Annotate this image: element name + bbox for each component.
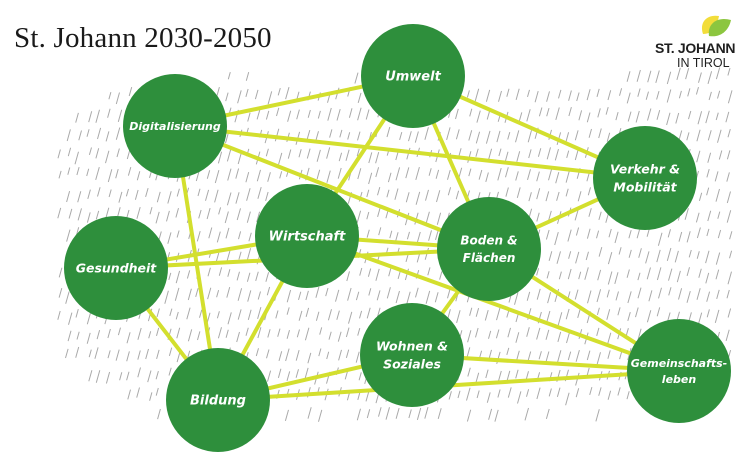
node-gemeinschaft: Gemeinschafts-leben bbox=[627, 319, 731, 423]
logo-text-line1: ST. JOHANN bbox=[655, 40, 736, 56]
logo: ST. JOHANN IN TIROL bbox=[655, 10, 743, 76]
node-label-umwelt-line1: Umwelt bbox=[385, 70, 441, 85]
node-circle-bildung bbox=[166, 348, 270, 452]
node-verkehr: Verkehr & Mobilität bbox=[593, 126, 697, 230]
node-wohnen: Wohnen & Soziales bbox=[360, 303, 464, 407]
node-circle-gesundheit bbox=[64, 216, 168, 320]
node-label-boden-line1: Boden & bbox=[460, 234, 517, 248]
node-umwelt: Umwelt bbox=[361, 24, 465, 128]
node-circle-boden bbox=[437, 197, 541, 301]
node-label-verkehr-line1: Verkehr & bbox=[610, 161, 680, 176]
node-circle-digitalisierung bbox=[123, 74, 227, 178]
node-gesundheit: Gesundheit bbox=[64, 216, 168, 320]
node-label-digitalisierung-line1: Digitalisierung bbox=[129, 120, 221, 133]
node-circle-gemeinschaft bbox=[627, 319, 731, 423]
edge-digitalisierung-verkehr bbox=[173, 124, 647, 180]
node-circle-wirtschaft bbox=[255, 184, 359, 288]
node-label-wohnen-line1: Wohnen & bbox=[376, 338, 448, 353]
node-boden: Boden & Flächen bbox=[437, 197, 541, 301]
node-label-bildung-line1: Bildung bbox=[190, 394, 246, 409]
edge-wirtschaft-gemeinschaft bbox=[305, 234, 681, 373]
node-label-verkehr-line2: Mobilität bbox=[613, 179, 677, 194]
node-label-gesundheit-line1: Gesundheit bbox=[76, 260, 158, 275]
node-circle-verkehr bbox=[593, 126, 697, 230]
node-label-wirtschaft-line1: Wirtschaft bbox=[269, 230, 347, 245]
node-digitalisierung: Digitalisierung bbox=[123, 74, 227, 178]
leaf-logo-icon bbox=[701, 15, 731, 37]
logo-text-line2: IN TIROL bbox=[677, 56, 730, 70]
node-circle-umwelt bbox=[361, 24, 465, 128]
node-label-wohnen-line2: Soziales bbox=[383, 356, 441, 371]
node-bildung: Bildung bbox=[166, 348, 270, 452]
page-title: St. Johann 2030-2050 bbox=[14, 22, 272, 54]
node-circle-wohnen bbox=[360, 303, 464, 407]
node-label-gemeinschaft-line1: Gemeinschafts- bbox=[631, 357, 728, 370]
edge-digitalisierung-boden bbox=[173, 124, 491, 251]
node-wirtschaft: Wirtschaft bbox=[255, 184, 359, 288]
node-label-boden-line2: Flächen bbox=[463, 251, 516, 265]
node-label-gemeinschaft-line2: leben bbox=[662, 373, 697, 386]
